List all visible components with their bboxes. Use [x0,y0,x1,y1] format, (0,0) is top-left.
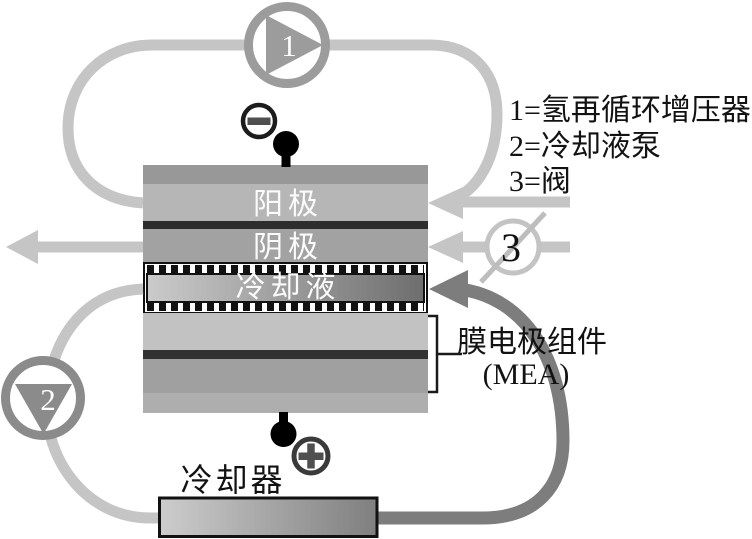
positive-terminal [270,412,331,476]
cathode-label: 阴极 [253,231,323,264]
cooler-box [158,496,379,538]
negative-terminal [240,102,299,167]
terminal-ball [270,421,297,447]
cathode-layer [143,229,428,263]
legend-item-2: 2=冷却液泵 [509,130,661,163]
mea-bracket [428,314,462,394]
fuel-cell-stack [143,165,428,413]
hydrogen-booster-pump-icon: 1 [244,2,330,88]
cooler-label: 冷却器 [180,462,285,498]
terminal-ball [273,131,299,157]
gdl-layer [143,313,428,350]
membrane-separator-layer-2 [143,350,428,359]
cooler: 冷却器 [158,462,379,538]
valve-icon: 3 [479,211,547,284]
valve-number: 3 [501,225,521,270]
arrowhead-left-icon [6,230,38,264]
hydrogen-recirculation-loop-pipe [62,39,503,209]
legend-item-1: 1=氢再循环增压器 [509,94,751,127]
coolant-return-pipe [377,270,570,525]
membrane-separator-layer [143,221,428,229]
top-plate-layer [143,165,428,184]
coolant-pump-icon: 2 [1,356,85,440]
coolant-flow-field [146,273,425,303]
pump2-number: 2 [40,382,56,417]
legend: 1=氢再循环增压器 2=冷却液泵 3=阀 [509,94,751,198]
bottom-plate-layer [143,393,428,413]
pump1-number: 1 [281,28,297,63]
plus-icon [291,436,331,476]
legend-item-3: 3=阀 [509,165,571,198]
arrowhead-left-icon [428,187,463,219]
mea-label-line1: 膜电极组件 [457,326,607,359]
anode-label: 阳极 [253,188,323,221]
pump-triangle-right-icon [266,15,323,75]
cathode-layer-2 [143,359,428,393]
arrowhead-left-icon [428,231,463,263]
arrowhead-left-icon [429,270,468,308]
coolant-label: 冷却液 [236,271,341,304]
exhaust-outlet-arrow [6,230,143,264]
pump-triangle-down-icon [15,384,72,434]
anode-layer [143,184,428,221]
coolant-channel [143,262,428,314]
mea-label-line2: (MEA) [483,358,570,391]
minus-icon [240,102,278,140]
hydrogen-inlet-arrow [428,187,570,219]
